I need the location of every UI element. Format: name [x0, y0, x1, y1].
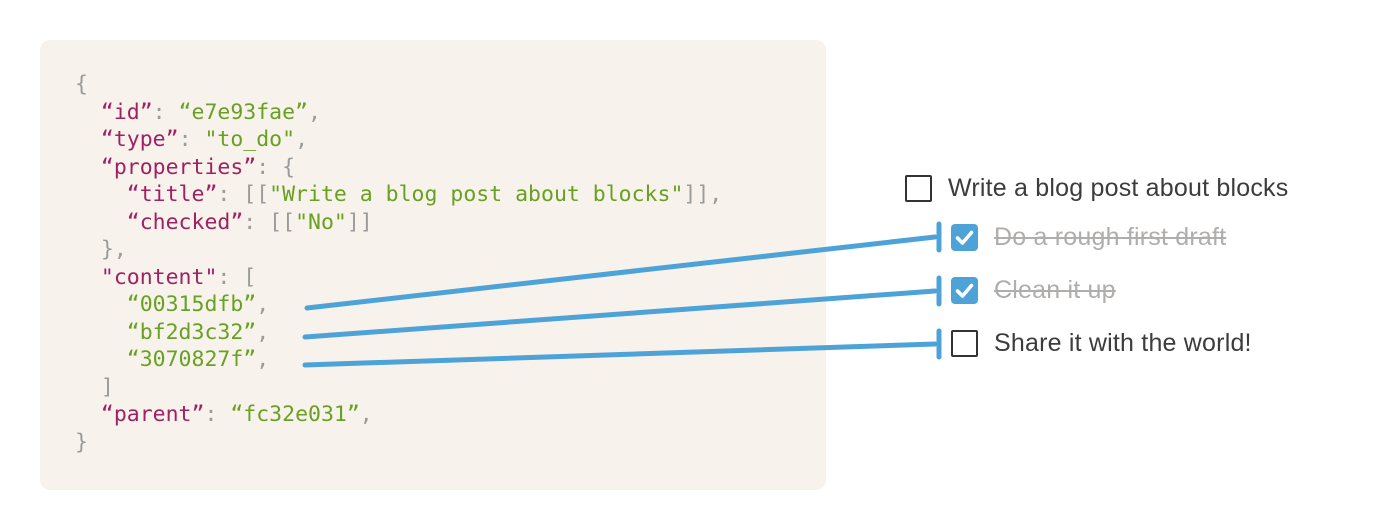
code-token-punc: , [359, 402, 373, 427]
code-token-key: “properties” [100, 154, 257, 180]
code-line: “parent”: “fc32e031”, [75, 401, 826, 429]
code-token-str: "No" [295, 209, 347, 235]
code-token-punc: ]], [683, 182, 723, 207]
todo-row: Do a rough first draft [951, 223, 1226, 251]
code-line: “type”: "to_do", [75, 126, 826, 154]
code-token-punc: ]] [346, 209, 373, 235]
code-token-str: "to_do" [204, 127, 296, 152]
code-token-punc: { [75, 72, 88, 97]
code-token-punc: , [308, 99, 321, 125]
code-line: "content": [ [75, 264, 826, 292]
code-token-punc: ] [75, 374, 114, 400]
code-token-str: "Write a blog post about blocks" [269, 182, 684, 207]
todo-row: Write a blog post about blocks [905, 174, 1288, 202]
code-token-punc [75, 402, 101, 427]
code-token-punc: : [204, 402, 231, 427]
checkbox-checked-icon[interactable] [951, 223, 978, 251]
todo-label: Clean it up [994, 275, 1116, 304]
todo-row: Share it with the world! [951, 329, 1252, 357]
code-line: }, [75, 236, 826, 264]
code-line: “title”: [["Write a blog post about bloc… [75, 181, 826, 209]
code-token-punc: } [75, 429, 88, 455]
code-token-punc [75, 292, 127, 317]
todo-row: Clean it up [951, 276, 1116, 304]
code-token-key: “parent” [100, 402, 205, 427]
todo-label: Write a blog post about blocks [948, 173, 1289, 202]
checkbox-unchecked-icon[interactable] [951, 329, 978, 357]
checkbox-checked-icon[interactable] [951, 276, 978, 304]
code-token-str: “e7e93fae” [178, 99, 309, 125]
code-token-punc [75, 265, 101, 290]
code-line: } [75, 429, 826, 457]
code-line: “00315dfb”, [75, 291, 826, 319]
code-token-punc: , [256, 319, 270, 345]
todo-label: Share it with the world! [994, 328, 1252, 357]
code-token-punc: : [[ [217, 182, 270, 207]
code-token-key: "content" [100, 264, 218, 290]
code-token-punc [75, 347, 127, 372]
code-token-punc [75, 155, 101, 180]
code-token-punc [75, 100, 101, 125]
code-line: “bf2d3c32”, [75, 319, 826, 347]
code-token-punc: : [152, 99, 179, 125]
code-line: “checked”: [["No"]] [75, 209, 826, 237]
code-token-str: “00315dfb” [126, 292, 257, 317]
code-token-punc: : [ [217, 264, 257, 290]
code-token-punc: , [256, 347, 270, 372]
code-token-key: “id” [100, 99, 153, 125]
code-line: ] [75, 374, 826, 402]
code-token-punc: , [295, 127, 309, 152]
code-token-key: “title” [126, 182, 218, 207]
code-card: { “id”: “e7e93fae”, “type”: "to_do", “pr… [40, 40, 826, 490]
code-token-punc [75, 182, 127, 207]
code-line: “properties”: { [75, 154, 826, 182]
code-line: “3070827f”, [75, 346, 826, 374]
code-token-str: “fc32e031” [230, 402, 360, 427]
code-line: “id”: “e7e93fae”, [75, 99, 826, 127]
todo-label: Do a rough first draft [994, 222, 1227, 251]
code-token-punc: , [256, 292, 270, 317]
code-token-punc: : [[ [243, 209, 296, 235]
checkbox-unchecked-icon[interactable] [905, 174, 932, 202]
code-token-str: “3070827f” [126, 347, 257, 372]
code-token-str: “bf2d3c32” [126, 319, 257, 345]
code-block-pre: { “id”: “e7e93fae”, “type”: "to_do", “pr… [40, 40, 826, 456]
code-token-punc [75, 320, 127, 345]
code-line: { [75, 71, 826, 99]
code-token-punc: : { [256, 154, 296, 180]
code-token-punc: }, [75, 237, 127, 262]
code-token-key: “type” [100, 127, 179, 152]
code-token-punc [75, 210, 127, 235]
code-token-punc: : [178, 127, 205, 152]
code-token-punc [75, 127, 101, 152]
code-token-key: “checked” [126, 209, 244, 235]
